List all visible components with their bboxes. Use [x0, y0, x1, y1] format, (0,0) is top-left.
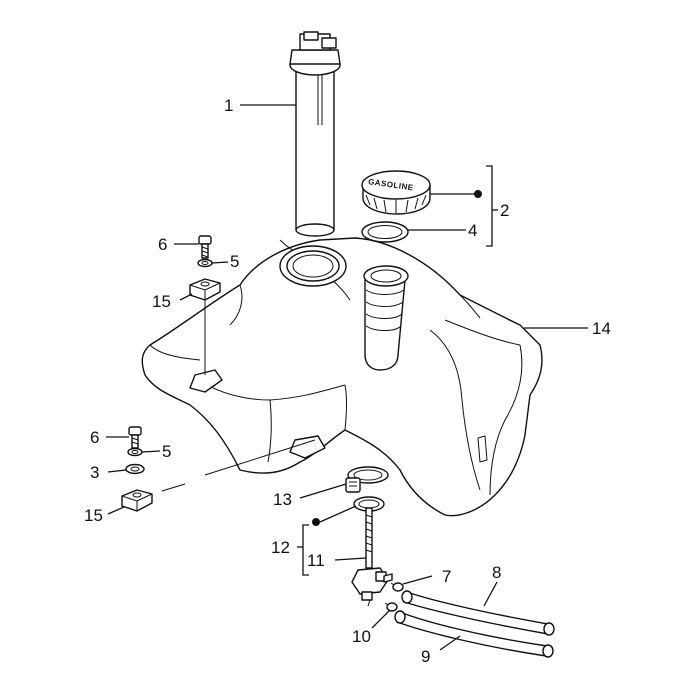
callout-2: 2 [500, 201, 509, 220]
callout-9: 9 [421, 647, 430, 666]
hose-clamp [345, 466, 389, 493]
callout-12: 12 [271, 538, 290, 557]
callout-labels: 1 2 3 4 5 5 6 6 7 8 9 10 11 12 13 14 15 … [84, 96, 611, 666]
fuel-hose-upper [401, 590, 555, 636]
callout-15-lower: 15 [84, 506, 103, 525]
callout-4: 4 [468, 221, 477, 240]
callout-10: 10 [352, 627, 371, 646]
lower-screw [128, 426, 142, 449]
callout-5-upper: 5 [230, 252, 239, 271]
lower-rubber-pad [121, 489, 153, 512]
callout-11: 11 [307, 551, 325, 570]
callout-5-lower: 5 [162, 442, 171, 461]
callout-15-upper: 15 [152, 292, 171, 311]
cap-o-ring [361, 221, 409, 243]
fuel-tap [351, 507, 393, 607]
fuel-tank [141, 237, 543, 517]
upper-screw [198, 235, 212, 259]
lower-washer-large [125, 463, 145, 475]
leader-lines [106, 104, 588, 651]
callout-3: 3 [90, 463, 99, 482]
fuel-cap: GASOLINE [361, 170, 431, 215]
callout-1: 1 [224, 96, 233, 115]
callout-7: 7 [442, 567, 451, 586]
inlet-neck [363, 265, 409, 371]
callout-8: 8 [492, 563, 501, 582]
lower-fixing-axis [161, 439, 316, 492]
lower-washer-small [127, 447, 143, 457]
callout-14: 14 [592, 319, 611, 338]
hose-clip-lower [384, 602, 398, 612]
callout-6-upper: 6 [158, 235, 167, 254]
callout-6-lower: 6 [90, 428, 99, 447]
fuel-hose-lower [394, 610, 554, 658]
filler-neck [279, 245, 347, 287]
upper-rubber-pad [189, 278, 221, 301]
hose-clip-upper [390, 582, 404, 592]
callout-13: 13 [273, 490, 292, 509]
fuel-level-sender [289, 31, 341, 237]
upper-washer [197, 258, 213, 268]
